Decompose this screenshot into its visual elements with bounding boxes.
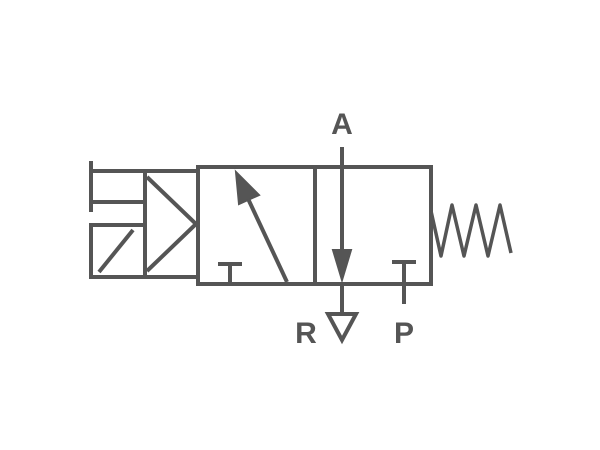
port-label-p: P (394, 317, 414, 350)
solenoid-coil-icon (89, 223, 147, 279)
flow-arrow-diagonal-shaft (241, 187, 289, 283)
return-spring-icon (429, 203, 513, 258)
valve-body (196, 165, 433, 286)
manual-override-icon (89, 161, 145, 212)
flow-arrow-diagonal-head (234, 169, 261, 206)
flow-arrow-vertical-head (331, 249, 353, 284)
exhaust-triangle-icon (324, 312, 360, 345)
port-label-a: A (331, 108, 353, 141)
port-label-r: R (295, 317, 317, 350)
left-envelope-flow (218, 187, 289, 284)
right-envelope-flow (340, 147, 416, 312)
pilot-actuator-icon (143, 169, 200, 279)
